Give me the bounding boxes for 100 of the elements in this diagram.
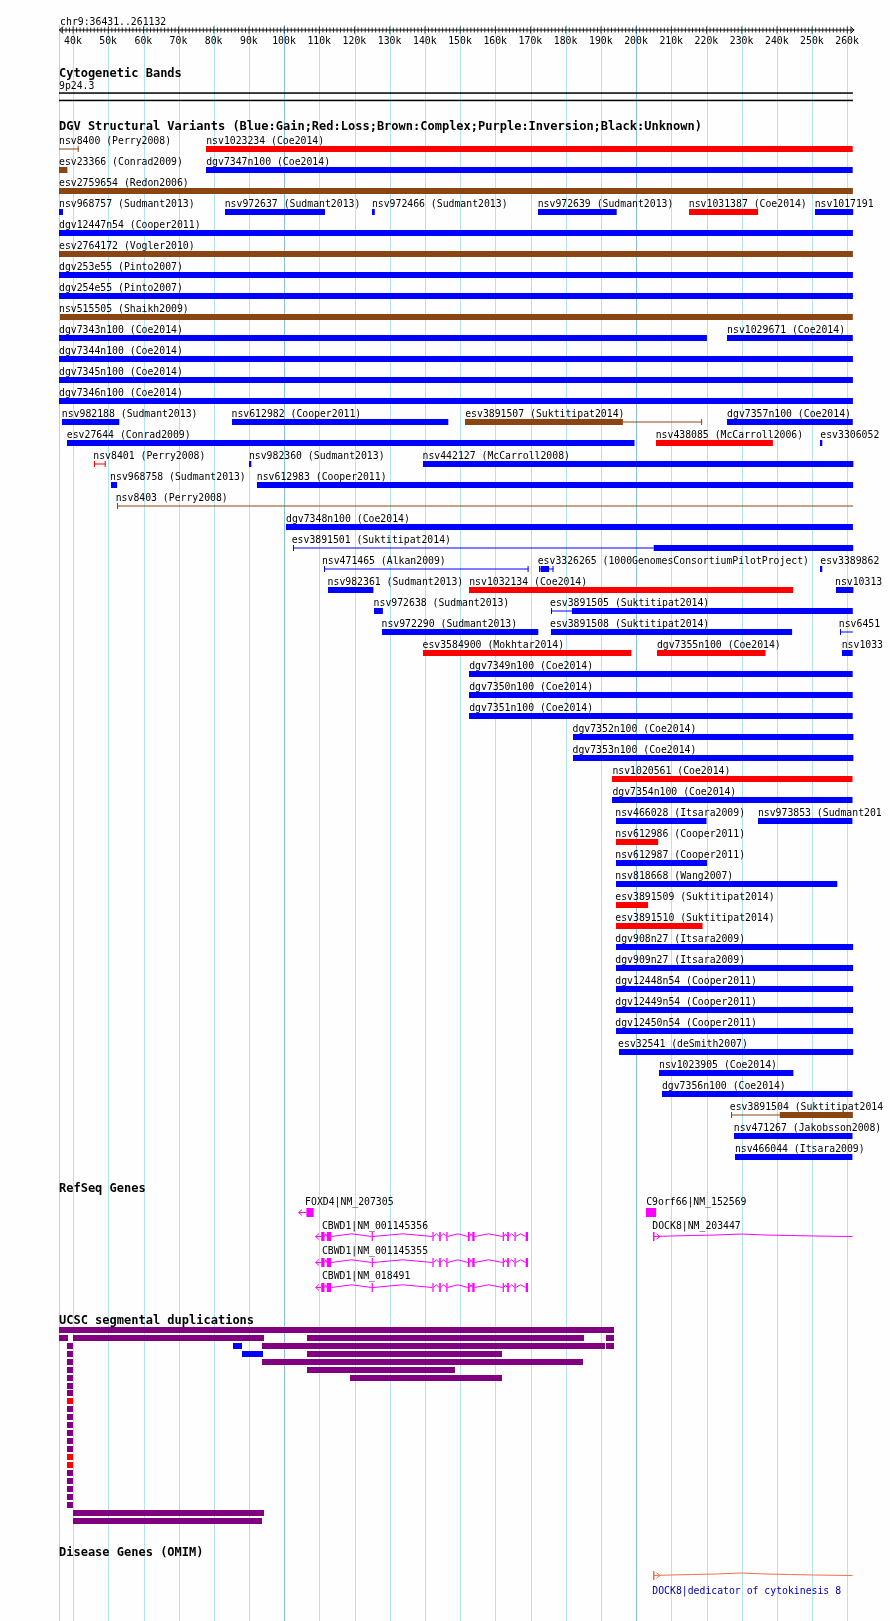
variant-label: dgv7353n100 (Coe2014) <box>572 743 697 755</box>
variant-label: esv3326265 (1000GenomesConsortiumPilotProject) <box>537 554 809 566</box>
tick-label: 210k <box>659 35 683 46</box>
disease-gene-label: DOCK8|dedicator of cytokinesis 8 <box>652 1585 842 1597</box>
variant-label: dgv908n27 (Itsara2009) <box>615 932 746 944</box>
tick-label: 180k <box>553 35 578 46</box>
variant-label: dgv12448n54 (Cooper2011) <box>615 974 757 986</box>
variant-label: esv3891504 (Suktitipat2014 <box>729 1100 884 1112</box>
variant-label: esv3891510 (Suktitipat2014) <box>615 911 775 923</box>
variant-label: esv3584900 (Mokhtar2014) <box>422 638 565 650</box>
variant-label: dgv254e55 (Pinto2007) <box>59 281 183 293</box>
segmental-duplication-bar <box>67 1366 74 1373</box>
variant-label: dgv12447n54 (Cooper2011) <box>59 218 201 230</box>
variant-label: nsv1023234 (Coe2014) <box>206 134 325 146</box>
tick-label: 160k <box>483 35 507 46</box>
variant-label: dgv7356n100 (Coe2014) <box>661 1079 786 1091</box>
tick-label: 140k <box>413 35 437 46</box>
tick-label: 70k <box>169 35 188 46</box>
segmental-duplication-bar <box>72 1509 264 1516</box>
tick-label: 100k <box>272 35 296 46</box>
variant-label: nsv968758 (Sudmant2013) <box>110 470 246 482</box>
gene-label: CBWD1|NM_001145356 <box>321 1220 429 1232</box>
segmental-duplication-bar <box>67 1406 74 1413</box>
tick-label: 200k <box>624 35 648 46</box>
variant-label: esv2759654 (Redon2006) <box>59 176 189 188</box>
tick-label: 220k <box>694 35 719 46</box>
variant-label: dgv7346n100 (Coe2014) <box>59 386 183 398</box>
segmental-duplication-bar <box>67 1350 74 1357</box>
segmental-duplication-bar <box>349 1374 502 1381</box>
variant-label: esv3891509 (Suktitipat2014) <box>615 890 775 902</box>
position-label: chr9:36431..261132 <box>60 15 167 27</box>
variant-label: nsv972466 (Sudmant2013) <box>371 197 508 209</box>
variant-label: nsv973853 (Sudmant201 <box>757 806 882 818</box>
variant-label: nsv438085 (McCarroll2006) <box>655 428 804 440</box>
variant-label: nsv442127 (McCarroll2008) <box>422 449 570 461</box>
segmental-duplication-bar <box>67 1454 74 1460</box>
segmental-duplication-bar <box>67 1485 74 1492</box>
track-title: DGV Structural Variants (Blue:Gain;Red:Loss;Brown:Complex;Purple:Inversion;Black:Unknown) <box>59 119 702 133</box>
segmental-duplication-bar <box>605 1334 615 1341</box>
segmental-duplication-bar <box>67 1398 74 1405</box>
variant-label: esv27644 (Conrad2009) <box>66 428 191 440</box>
segmental-duplication-bar <box>67 1438 74 1445</box>
tick-label: 260k <box>835 35 859 46</box>
variant-label: esv2764172 (Vogler2010) <box>59 239 195 251</box>
tick-label: 90k <box>240 35 258 46</box>
tick-label: 50k <box>99 35 117 46</box>
variant-label: nsv8403 (Perry2008) <box>115 491 228 503</box>
variant-label: dgv7350n100 (Coe2014) <box>469 680 594 692</box>
tick-label: 130k <box>377 35 402 46</box>
segmental-duplication-bar <box>262 1342 605 1349</box>
gene-label: CBWD1|NM_018491 <box>321 1270 411 1282</box>
segmental-duplication-bar <box>67 1342 74 1349</box>
variant-label: nsv982360 (Sudmant2013) <box>248 449 385 461</box>
variant-label: dgv7355n100 (Coe2014) <box>656 638 781 650</box>
tick-label: 120k <box>342 35 367 46</box>
tick-label: 170k <box>518 35 543 46</box>
variant-label: dgv253e55 (Pinto2007) <box>59 260 183 272</box>
segmental-duplication-bar <box>605 1342 615 1349</box>
variant-label: nsv972639 (Sudmant2013) <box>537 197 674 209</box>
variant-label: nsv612986 (Cooper2011) <box>615 827 746 839</box>
segmental-duplication-bar <box>67 1477 74 1484</box>
variant-label: nsv1032134 (Coe2014) <box>469 575 588 587</box>
variant-label: nsv1031387 (Coe2014) <box>688 197 807 209</box>
variant-label: dgv12450n54 (Cooper2011) <box>615 1016 757 1028</box>
segmental-duplication-bar <box>67 1390 74 1397</box>
variant-label: nsv1017191 <box>814 197 874 209</box>
variant-label: nsv972637 (Sudmant2013) <box>224 197 361 209</box>
variant-label: nsv10313 <box>835 575 883 587</box>
tick-label: 80k <box>204 35 223 46</box>
variant-label: nsv612983 (Cooper2011) <box>256 470 387 482</box>
segmental-duplication-bar <box>232 1342 243 1349</box>
gene-label: CBWD1|NM_001145355 <box>321 1245 429 1257</box>
variant-label: nsv6451 <box>838 617 881 629</box>
segmental-duplication-bar <box>306 1334 585 1341</box>
variant-label: nsv818668 (Wang2007) <box>615 869 734 881</box>
variant-label: nsv968757 (Sudmant2013) <box>59 197 195 209</box>
variant-label: esv3891505 (Suktitipat2014) <box>550 596 710 608</box>
segmental-duplication-bar <box>67 1414 74 1421</box>
variant-label: nsv1023905 (Coe2014) <box>659 1058 777 1070</box>
variant-label: dgv7352n100 (Coe2014) <box>572 722 697 734</box>
variant-label: nsv466028 (Itsara2009) <box>615 806 746 818</box>
segmental-duplication-bar <box>67 1358 74 1365</box>
tick-label: 230k <box>729 35 754 46</box>
tick-label: 40k <box>64 35 82 46</box>
segmental-duplication-bar <box>59 1334 68 1341</box>
tick-label: 150k <box>448 35 472 46</box>
variant-label: dgv7348n100 (Coe2014) <box>286 512 410 524</box>
gene-label: DOCK8|NM_203447 <box>652 1220 741 1232</box>
variant-label: nsv972638 (Sudmant2013) <box>373 596 510 608</box>
segmental-duplication-bar <box>67 1446 74 1453</box>
segmental-duplication-bar <box>67 1382 74 1389</box>
segmental-duplication-bar <box>67 1462 74 1468</box>
variant-label: nsv515505 (Shaikh2009) <box>59 302 189 314</box>
tick-label: 190k <box>589 35 613 46</box>
segmental-duplication-bar <box>67 1501 74 1508</box>
variant-label: nsv8400 (Perry2008) <box>59 134 172 146</box>
variant-label: dgv7343n100 (Coe2014) <box>59 323 183 335</box>
tick-label: 110k <box>307 35 331 46</box>
variant-label: nsv471267 (Jakobsson2008) <box>733 1121 882 1133</box>
segmental-duplication-bar <box>67 1430 74 1437</box>
